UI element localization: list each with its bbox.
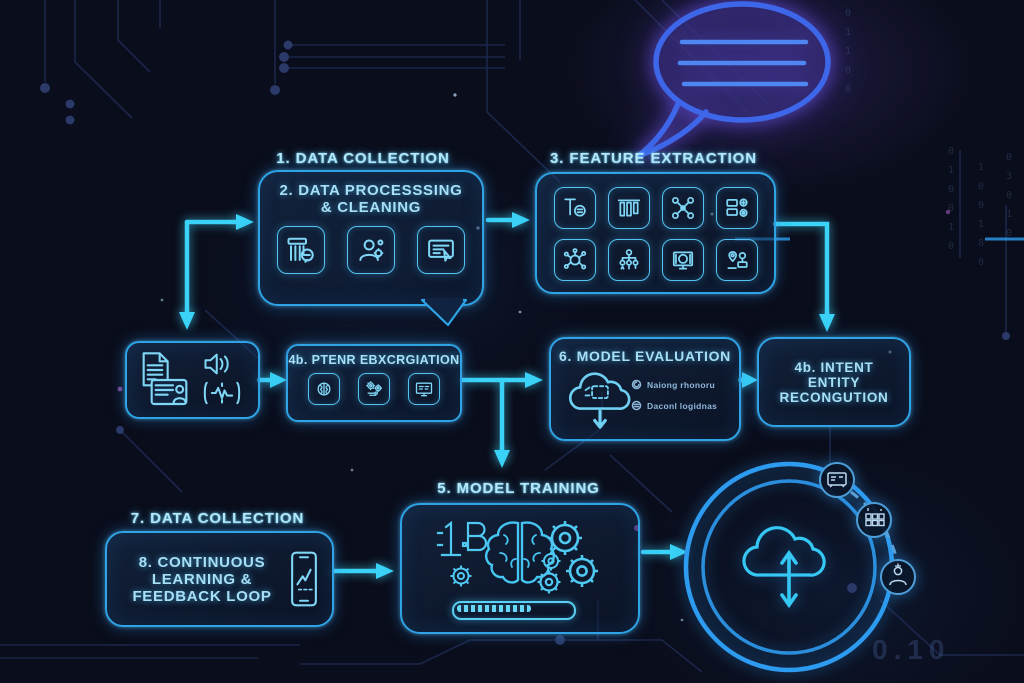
- eval-item: Naiong rhonoru: [631, 379, 717, 390]
- user-bot-node-icon: [880, 559, 916, 595]
- small-gear-icon: [450, 565, 472, 587]
- presentation-pointer-icon: [417, 226, 465, 274]
- server-screen-node-icon: [819, 462, 855, 498]
- arrow-pattern-to-evaluation: [459, 372, 543, 468]
- arrow-learning-to-training: [331, 563, 394, 579]
- step5-label: 5. MODEL TRAINING: [437, 480, 600, 497]
- text-token-icon: [553, 187, 596, 229]
- box2-title-line1: 2. DATA PROCESSSING: [279, 182, 463, 199]
- user-gear-icon: [347, 226, 395, 274]
- arrow-sources-to-pattern: [256, 372, 287, 388]
- eval-item: Daconl logidnas: [631, 400, 717, 411]
- corner-digits: 0.10: [872, 634, 951, 665]
- node-intent-entity-recognition: 4b. INTENT ENTITY RECONGUTION: [757, 337, 911, 427]
- location-pins-icon: [715, 239, 758, 281]
- step1-label: 1. DATA COLLECTION: [276, 150, 450, 167]
- document-id-card-icon: [142, 352, 188, 406]
- box4a-title: 4b. PTENR EBXCRGIATION: [288, 353, 460, 367]
- smartphone-chart-icon: [291, 551, 317, 607]
- cloud-circuit-download-icon: [568, 372, 631, 429]
- columns-icon: [607, 187, 650, 229]
- chat-bubble-lines-icon: [636, 1, 831, 159]
- cloud-sync-arrows-icon: [742, 526, 826, 609]
- audio-speaker-icon: [204, 353, 229, 375]
- box8-line2: LEARNING &: [151, 570, 253, 588]
- brain-chip-icon: [308, 373, 340, 405]
- metric-ring-icon: [631, 379, 642, 390]
- monitor-text-icon: [408, 373, 440, 405]
- node-deployment-loop: [683, 461, 916, 673]
- arrow-evaluation-to-intent: [737, 372, 758, 388]
- node-data-sources: [125, 341, 260, 419]
- node-model-evaluation: 6. MODEL EVALUATION Naiong rhonoru Dacon…: [549, 337, 741, 441]
- table-chat-icon: [277, 226, 325, 274]
- binary-column: 0 1 1 0 0: [845, 8, 852, 95]
- list-badges-icon: [715, 187, 758, 229]
- training-progress-fill: [457, 605, 532, 612]
- node-pattern-extraction: 4b. PTENR EBXCRGIATION: [286, 344, 462, 422]
- model-training-graphics: [436, 520, 598, 594]
- code-waveform-icon: [203, 381, 241, 405]
- gears-icon: [537, 521, 598, 594]
- eval-item-label: Daconl logidnas: [647, 400, 718, 411]
- node-model-training: [400, 503, 640, 634]
- brain-icon: [484, 521, 556, 584]
- eval-item-label: Naiong rhonoru: [647, 379, 715, 390]
- box2-speech-tail: [420, 298, 468, 327]
- box8-line1: 8. CONTINUOUS: [138, 553, 266, 571]
- arrow-processing-to-features: [485, 212, 530, 228]
- digital-numbers-icon: [436, 520, 488, 557]
- node-data-processing: 2. DATA PROCESSSING & CLEANING: [258, 170, 484, 306]
- binary-column: 1 0 0 1 8 0: [978, 162, 985, 268]
- binary-column: 0 3 0 1 0: [1006, 152, 1013, 239]
- step7-label: 7. DATA COLLECTION: [130, 510, 305, 527]
- box6-title: 6. MODEL EVALUATION: [559, 348, 731, 364]
- node-continuous-learning: 8. CONTINUOUS LEARNING & FEEDBACK LOOP: [105, 531, 334, 627]
- node-feature-extraction: [535, 172, 776, 294]
- box2-title-line2: & CLEANING: [320, 199, 422, 216]
- binary-column: 0 1 0 0 1 0: [948, 146, 955, 252]
- monitor-ball-icon: [661, 239, 704, 281]
- arrow-features-to-intent: [772, 221, 835, 332]
- molecule-icon: [553, 239, 596, 281]
- step3-label: 3. FEATURE EXTRACTION: [550, 150, 757, 167]
- grid-blocks-node-icon: [856, 502, 892, 538]
- box8-line3: FEEDBACK LOOP: [132, 587, 272, 605]
- metric-lines-icon: [631, 400, 642, 411]
- network-x-icon: [661, 187, 704, 229]
- gear-pair-icon: [358, 373, 390, 405]
- training-progress-bar: [452, 601, 576, 620]
- box4b-line2: ENTITY: [807, 374, 861, 390]
- box4b-line3: RECONGUTION: [779, 389, 889, 405]
- hierarchy-tree-icon: [607, 239, 650, 281]
- box4b-line1: 4b. INTENT: [794, 359, 874, 375]
- arrow-split-left: [179, 214, 254, 330]
